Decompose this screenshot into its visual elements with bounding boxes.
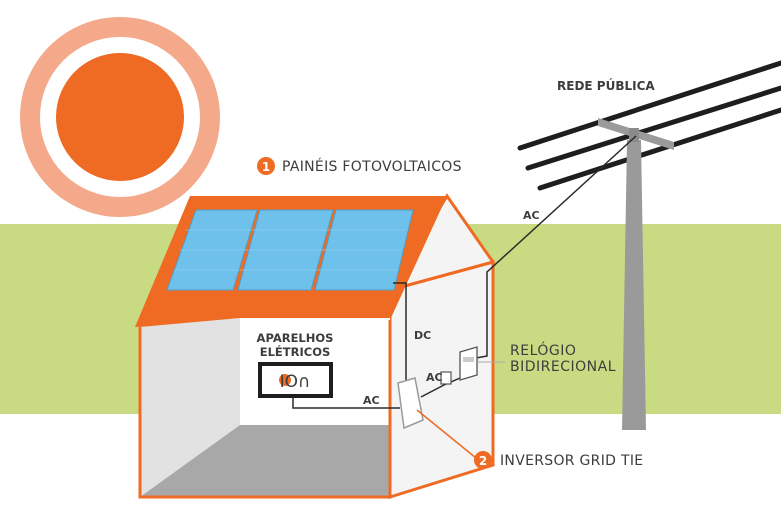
utility-pole-icon [598, 118, 674, 430]
marker-1 [257, 157, 275, 175]
marker-2-text: 2 [479, 454, 487, 468]
label-aparelhos-1: APARELHOS [257, 331, 334, 345]
marker-2 [474, 451, 492, 469]
sun-icon [20, 17, 220, 217]
tv-icon [258, 362, 333, 398]
inverter-icon [397, 377, 424, 430]
ac-box-icon [440, 371, 452, 385]
label-paineis: PAINÉIS FOTOVOLTAICOS [282, 158, 462, 175]
label-relogio-2: BIDIRECIONAL [510, 359, 616, 375]
label-wire-ac-meter: AC [426, 371, 443, 384]
inverter-leader [416, 409, 477, 459]
label-wire-ac-appliance: AC [363, 394, 380, 407]
label-relogio-1: RELÓGIO [510, 341, 576, 359]
label-wire-ac-pole: AC [523, 209, 540, 222]
marker-1-text: 1 [262, 160, 270, 174]
label-wire-dc: DC [414, 329, 431, 342]
label-aparelhos-2: ELÉTRICOS [260, 344, 331, 359]
solar-panel-icon [166, 209, 414, 291]
label-rede-publica: REDE PÚBLICA [557, 78, 655, 93]
meter-icon [459, 346, 478, 381]
wiring [292, 135, 637, 409]
power-lines [517, 60, 781, 191]
label-inversor: INVERSOR GRID TIE [500, 453, 643, 469]
tv-screen-glyph: IO∩ [280, 372, 311, 392]
